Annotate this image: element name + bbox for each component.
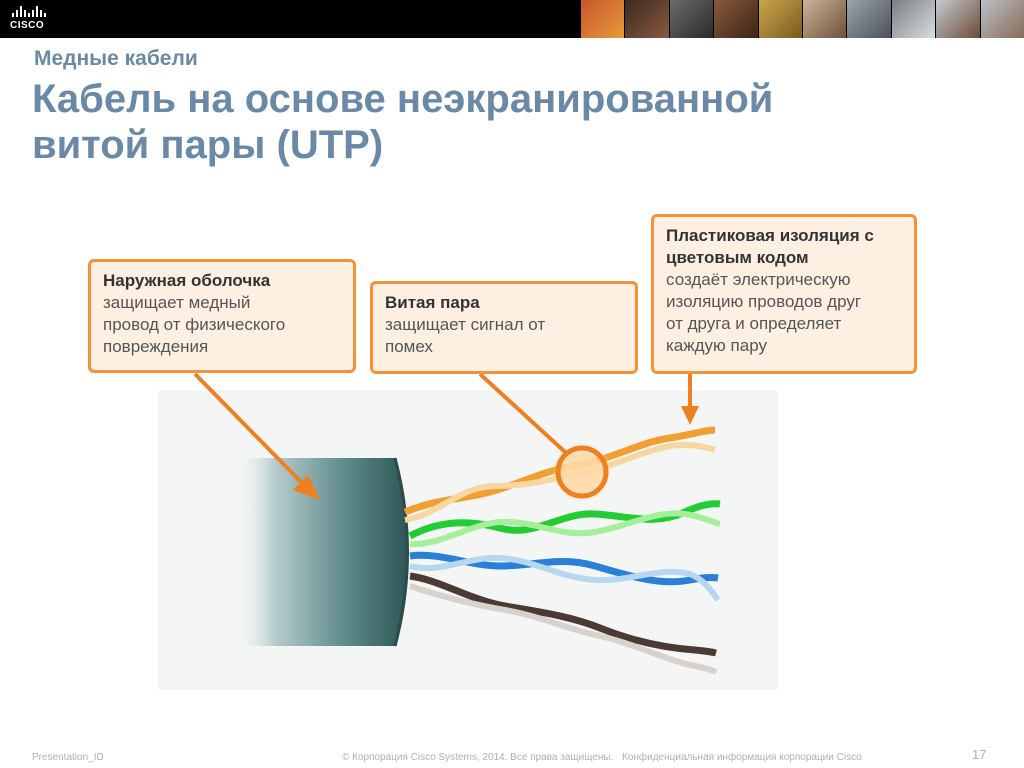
page-number: 17: [972, 747, 987, 762]
outer-jacket-edge: [393, 457, 409, 647]
callout-insulation-body-line-2: изоляцию проводов друг: [666, 292, 862, 311]
callout-twisted-pair-heading: Витая пара: [385, 293, 480, 312]
slide-title: Кабель на основе неэкранированной витой …: [32, 76, 932, 168]
callout-twisted-pair-body-line-2: помех: [385, 337, 433, 356]
callout-outer-jacket: Наружная оболочка защищает медный провод…: [88, 259, 356, 373]
cisco-logo: CISCO: [10, 5, 60, 35]
callout-insulation-heading-line-1: Пластиковая изоляция с: [666, 226, 874, 245]
slide-subtitle: Медные кабели: [34, 47, 198, 70]
slide-title-line-2: витой пары (UTP): [32, 123, 384, 167]
callout-outer-jacket-body-line-3: повреждения: [103, 337, 209, 356]
twisted-pair-highlight-ring: [555, 445, 609, 499]
cisco-logo-text: CISCO: [10, 20, 45, 31]
footer-confidential: Конфиденциальная информация корпорации C…: [622, 752, 862, 763]
twisted-pair-highlight-glow: [552, 442, 612, 502]
callout-insulation-body-line-1: создаёт электрическую: [666, 270, 851, 289]
callout-color-coded-insulation: Пластиковая изоляция с цветовым кодом со…: [651, 214, 917, 374]
slide-title-line-1: Кабель на основе неэкранированной: [32, 77, 774, 121]
callout-insulation-heading-line-2: цветовым кодом: [666, 248, 809, 267]
top-banner: CISCO: [0, 0, 1024, 38]
callout-outer-jacket-body-line-1: защищает медный: [103, 293, 251, 312]
cisco-logo-icon: [12, 5, 60, 17]
callout-twisted-pair: Витая пара защищает сигнал от помех: [370, 281, 638, 374]
people-photo-strip: [580, 0, 1024, 38]
arrow-twisted-pair: [478, 372, 567, 454]
callout-insulation-body-line-4: каждую пару: [666, 336, 767, 355]
wire-pair-blue: [409, 551, 721, 602]
callout-outer-jacket-heading: Наружная оболочка: [103, 271, 271, 290]
callout-twisted-pair-body-line-1: защищает сигнал от: [385, 315, 546, 334]
callout-outer-jacket-body-line-2: провод от физического: [103, 315, 286, 334]
footer-copyright: © Корпорация Cisco Systems, 2014. Все пр…: [342, 752, 614, 763]
arrow-insulation: [681, 374, 699, 425]
callout-insulation-body-line-3: от друга и определяет: [666, 314, 842, 333]
footer-presentation-id: Presentation_ID: [32, 752, 104, 763]
outer-jacket: [230, 458, 408, 646]
wire-pair-brown: [409, 572, 718, 675]
wire-pair-green: [408, 500, 721, 548]
arrow-jacket: [193, 372, 320, 500]
